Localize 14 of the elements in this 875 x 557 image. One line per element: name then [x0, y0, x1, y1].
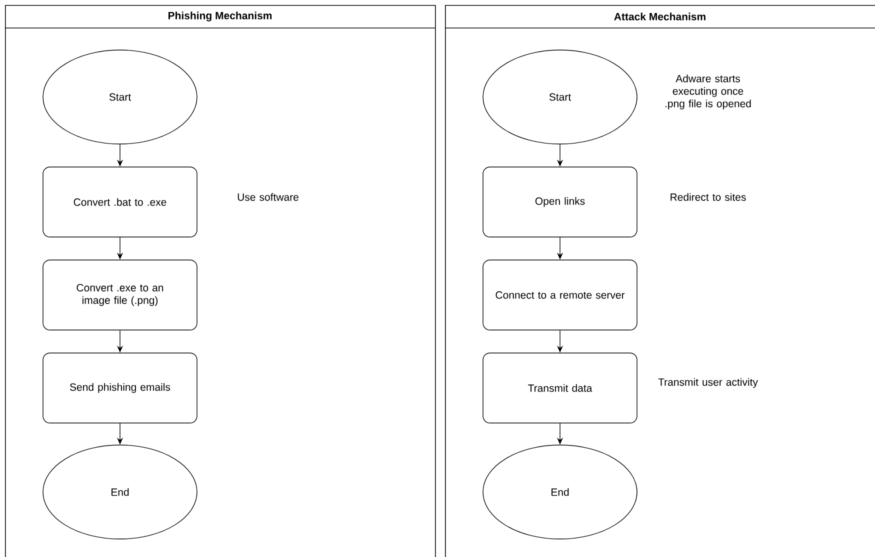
process-box: Send phishing emails: [42, 352, 198, 424]
process-box: Transmit data: [482, 352, 638, 424]
lane-header: Phishing Mechanism: [168, 12, 272, 22]
swimlane: [444, 5, 875, 557]
process-box: Convert .bat to .exe: [42, 166, 198, 238]
annotation-text: Transmit user activity: [658, 378, 758, 388]
annotation-text: Redirect to sites: [670, 193, 746, 201]
process-box: Convert .exe to an image file (.png): [42, 260, 198, 330]
process-box: Open links: [482, 166, 638, 238]
annotation-text: Use software: [238, 193, 298, 201]
lane-header: Attack Mechanism: [614, 12, 706, 20]
annotation-text: Adware starts executing once .png file is opened: [665, 74, 751, 110]
swimlane: [4, 5, 436, 557]
process-box: Connect to a remote server: [482, 260, 638, 330]
